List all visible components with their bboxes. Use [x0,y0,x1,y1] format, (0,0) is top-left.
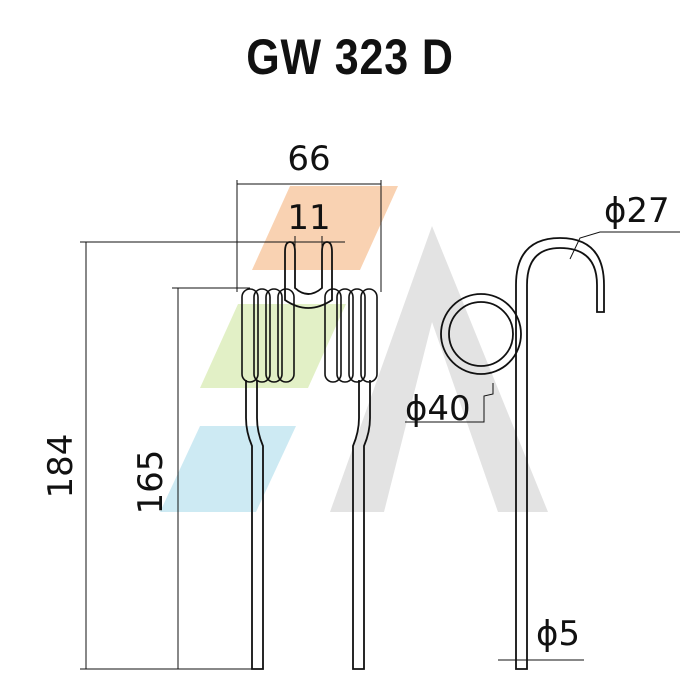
watermark-blue-stripe [160,426,296,512]
dimension-label-phi27: ϕ27 [604,191,670,231]
side-view [440,237,605,670]
dimension-label-phi5: ϕ5 [536,614,580,654]
front-right-coil [324,288,378,383]
watermark-logo [160,186,548,512]
front-left-coil [241,288,295,383]
side-coil-inner [448,301,514,367]
front-left-leg [245,380,264,670]
dimension-165: 165 [131,287,250,669]
dimension-label-phi40: ϕ40 [405,389,471,429]
watermark-orange-stripe [252,186,398,270]
dimension-label-11: 11 [287,198,330,238]
dimension-66: 66 [236,139,382,292]
part-number-title: GW 323 D [246,29,454,85]
watermark-gray-a-shape [330,226,548,512]
side-coil-outer [440,293,522,375]
front-right-leg [352,380,371,670]
dimension-label-165: 165 [131,450,171,515]
watermark-green-stripe [200,304,346,388]
dimension-184: 184 [41,241,300,670]
dimension-label-66: 66 [287,139,330,179]
front-u-hook [284,241,333,309]
dimension-phi27: ϕ27 [569,191,680,260]
side-tine-with-hook [515,237,605,670]
dimension-phi5: ϕ5 [498,614,584,669]
dimension-phi40: ϕ40 [405,383,494,429]
front-view [241,241,378,670]
dimension-label-184: 184 [41,434,81,499]
